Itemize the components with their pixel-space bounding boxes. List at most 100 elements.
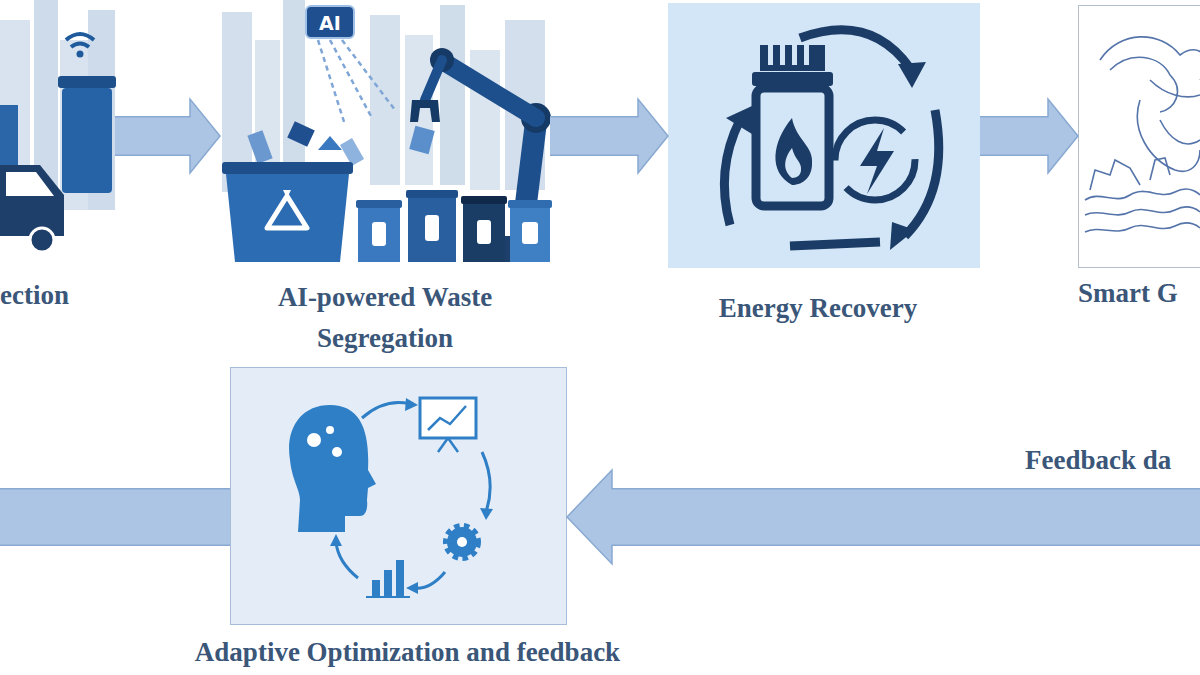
optimization-icon-part bbox=[428, 406, 466, 430]
segregation-illustration-part bbox=[330, 40, 372, 118]
segregation-illustration-part bbox=[283, 0, 305, 190]
block-arrow bbox=[980, 99, 1078, 173]
optimization-icon-part bbox=[457, 537, 467, 547]
segregation-illustration-part bbox=[410, 100, 440, 122]
smart-grid-sketch bbox=[1085, 37, 1200, 232]
segregation-illustration-part bbox=[505, 20, 545, 190]
optimization-icon bbox=[289, 398, 493, 597]
arrow-shaft bbox=[0, 258, 230, 517]
collection-illustration-part bbox=[71, 44, 89, 48]
segregation-illustration-part bbox=[372, 222, 386, 246]
energy-recovery-icon-part bbox=[726, 106, 752, 134]
optimization-icon-part bbox=[336, 542, 358, 578]
node-label: Adaptive Optimization and feedback bbox=[119, 632, 696, 673]
node-label: Energy Recovery bbox=[648, 288, 988, 329]
smart-grid-sketch-part bbox=[1100, 37, 1200, 80]
segregation-illustration-part bbox=[463, 204, 505, 262]
segregation-illustration-part bbox=[306, 6, 354, 38]
segregation-illustration-part bbox=[318, 136, 342, 150]
optimization-icon-part bbox=[405, 398, 418, 411]
energy-recovery-icon bbox=[724, 30, 938, 250]
arrow-head bbox=[1048, 99, 1078, 173]
smart-grid-sketch-part bbox=[1090, 160, 1140, 190]
segregation-illustration-part bbox=[405, 35, 433, 185]
smart-grid-sketch-part bbox=[1085, 223, 1200, 232]
block-arrow bbox=[115, 99, 220, 173]
energy-recovery-icon-part bbox=[780, 45, 785, 65]
segregation-illustration-part bbox=[318, 40, 345, 125]
segregation-illustration-part bbox=[444, 62, 536, 118]
collection-illustration-part bbox=[77, 51, 84, 58]
badge-text: AI bbox=[308, 8, 352, 38]
optimization-box: Adaptive Optimization and feedback bbox=[230, 367, 567, 625]
energy-recovery-icon-part bbox=[724, 120, 740, 225]
segregation-node: AI-powered Waste Segregation bbox=[220, 5, 550, 265]
segregation-illustration-part bbox=[340, 138, 364, 166]
segregation-illustration-part bbox=[255, 40, 280, 190]
segregation-illustration-part bbox=[498, 236, 546, 262]
energy-recovery-box: Energy Recovery bbox=[668, 3, 980, 268]
segregation-illustration-part bbox=[287, 121, 315, 147]
block-arrow bbox=[0, 258, 230, 517]
energy-recovery-icon-part bbox=[792, 45, 797, 65]
smart-grid-sketch-part bbox=[1150, 80, 1200, 97]
segregation-illustration-part bbox=[358, 208, 400, 262]
energy-recovery-icon-part bbox=[860, 128, 894, 194]
segregation-illustration-part bbox=[440, 5, 465, 185]
smart-grid-sketch-part bbox=[1150, 158, 1170, 180]
optimization-icon-part bbox=[447, 527, 477, 557]
arrow-shaft bbox=[980, 118, 1050, 155]
segregation-illustration-part bbox=[226, 174, 349, 262]
collection-illustration-part bbox=[88, 10, 115, 210]
collection-illustration-part bbox=[58, 76, 116, 88]
segregation-illustration-part bbox=[356, 200, 402, 208]
arrow-shaft-outline bbox=[115, 116, 192, 156]
segregation-illustration-part bbox=[222, 12, 252, 192]
energy-recovery-icon-part bbox=[768, 45, 773, 65]
collection-illustration-part bbox=[34, 0, 58, 210]
segregation-illustration-part bbox=[247, 130, 272, 164]
collection-illustration-part bbox=[60, 40, 88, 210]
optimization-icon-part bbox=[396, 560, 404, 596]
optimization-icon-part bbox=[362, 403, 410, 418]
collection-illustration-part bbox=[66, 34, 94, 40]
segregation-illustration-part bbox=[425, 60, 442, 100]
energy-recovery-icon-part bbox=[905, 110, 939, 236]
optimization-icon-part bbox=[482, 452, 490, 512]
arrow-shaft bbox=[115, 118, 192, 155]
block-arrow bbox=[567, 137, 1200, 565]
energy-recovery-icon-part bbox=[756, 88, 829, 206]
energy-recovery-icon-part bbox=[898, 62, 926, 88]
segregation-illustration-part bbox=[222, 162, 353, 174]
energy-recovery-icon-part bbox=[785, 148, 801, 178]
segregation-illustration-part bbox=[461, 196, 507, 204]
collection-illustration-part bbox=[0, 105, 18, 175]
energy-recovery-icon-part bbox=[775, 118, 812, 185]
optimization-icon-part bbox=[332, 447, 342, 457]
energy-recovery-icon-part bbox=[760, 45, 825, 71]
block-arrow bbox=[550, 99, 668, 173]
segregation-illustration-part bbox=[408, 198, 456, 262]
segregation-illustration-part bbox=[370, 15, 400, 185]
node-label: AI-powered Waste Segregation bbox=[240, 277, 530, 359]
segregation-illustration-part bbox=[283, 190, 291, 198]
segregation-illustration-part bbox=[406, 190, 458, 198]
smart-grid-sketch-part bbox=[1085, 189, 1200, 200]
segregation-illustration-part bbox=[510, 208, 550, 262]
arrow-shaft bbox=[610, 137, 1200, 518]
optimization-icon-part bbox=[372, 580, 380, 596]
optimization-icon-part bbox=[289, 405, 376, 532]
smart-grid-box: Smart G bbox=[1078, 5, 1200, 268]
segregation-illustration-part bbox=[430, 48, 454, 72]
collection-illustration-part bbox=[62, 88, 112, 193]
energy-recovery-icon-part bbox=[804, 45, 809, 65]
smart-grid-sketch-part bbox=[1110, 57, 1177, 112]
energy-recovery-icon-part bbox=[790, 242, 880, 246]
arrow-shaft bbox=[550, 118, 640, 155]
edge-label: Feedback da bbox=[1025, 440, 1171, 481]
arrow-shaft-outline bbox=[0, 258, 230, 517]
